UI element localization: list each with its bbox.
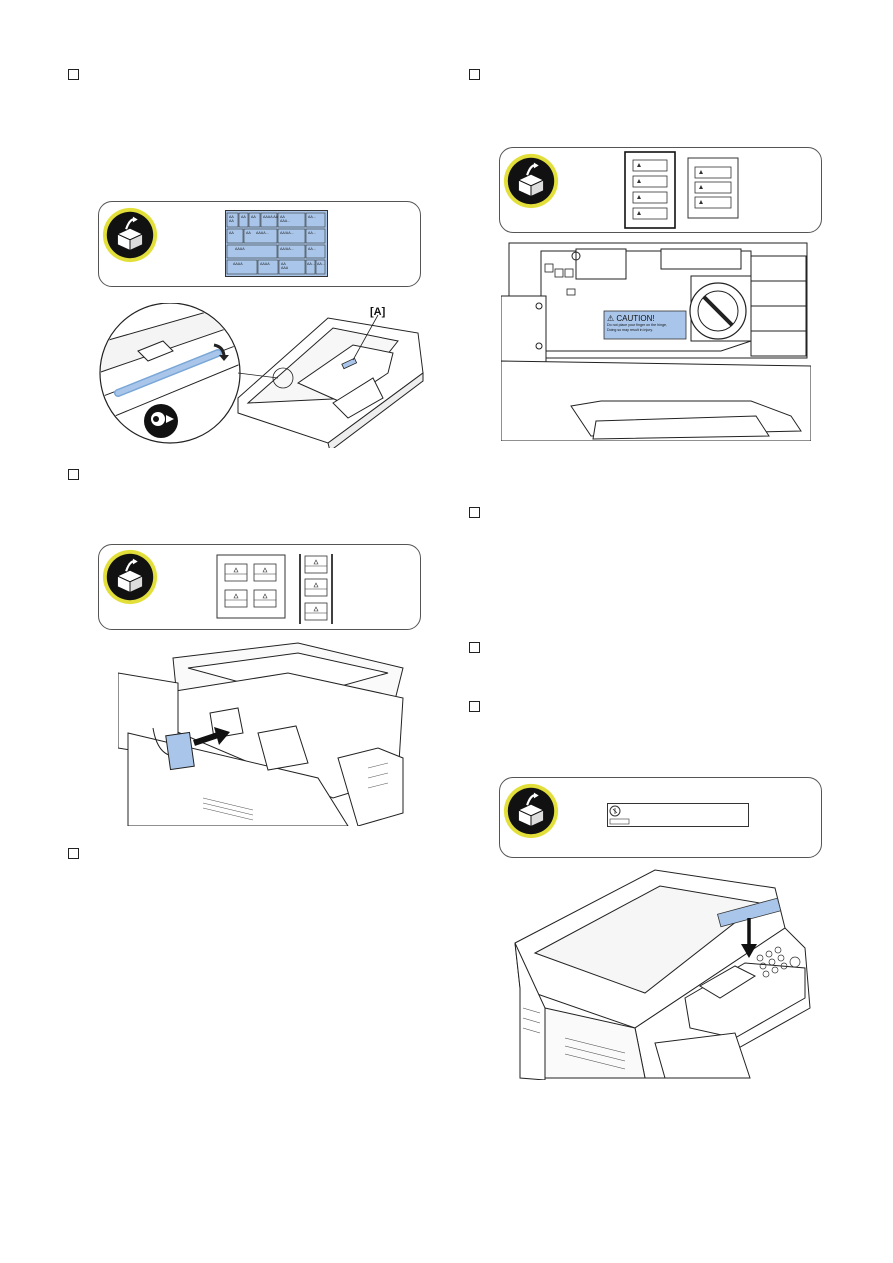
label-strips [624,151,739,229]
step-checkbox-4[interactable] [469,507,480,518]
open-box-icon [102,549,158,605]
down-arrow-icon [741,918,757,958]
figure-copier-top [514,869,811,1080]
warning-label-sheets [216,554,333,624]
svg-text:AA: AA [229,231,234,235]
step-checkbox-3[interactable] [68,469,79,480]
figure-feeder-tray [99,303,424,448]
svg-text:AA...: AA... [308,247,316,251]
open-box-icon [503,153,559,209]
step-checkbox-7[interactable] [68,848,79,859]
svg-text:AA: AA [281,262,286,266]
svg-text:AAAA...: AAAA... [256,231,269,235]
strip-label [607,803,749,827]
svg-text:AA: AA [241,215,246,219]
figure-machine-side [118,642,404,826]
right-arrow-icon [193,727,230,746]
caution-line-1: Do not place your finger on the hinge, [607,323,667,327]
svg-text:AAAA: AAAA [235,247,245,251]
view-icon [144,404,178,438]
svg-text:AA: AA [229,219,234,223]
svg-text:AA: AA [280,215,285,219]
callout-a: [A] [370,306,386,318]
svg-text:AAAA: AAAA [260,262,270,266]
svg-text:AAA...: AAA... [280,219,290,223]
svg-text:AA: AA [229,215,234,219]
caution-label-text: ⚠ CAUTION! Do not place your finger on t… [607,314,687,333]
figure-inner-cover [501,242,811,441]
svg-text:AA/AA...: AA/AA... [280,231,294,235]
svg-text:AA: AA [251,215,256,219]
svg-text:AAAA: AAAA [233,262,243,266]
svg-text:AAAA AA: AAAA AA [263,215,279,219]
open-box-icon [102,207,158,263]
svg-text:AA...: AA... [308,215,316,219]
step-checkbox-1[interactable] [68,69,79,80]
step-checkbox-2[interactable] [469,69,480,80]
step-checkbox-5[interactable] [469,642,480,653]
knob-dial [689,275,752,342]
svg-text:AA/AA...: AA/AA... [280,247,294,251]
step-checkbox-6[interactable] [469,701,480,712]
tape-strip [717,897,782,928]
svg-text:AA...: AA... [307,262,315,266]
svg-text:AAA: AAA [281,266,289,270]
open-box-icon [503,783,559,839]
svg-text:AA...: AA... [317,262,325,266]
label-warning-blue [165,731,195,771]
caution-title: ⚠ CAUTION! [607,314,655,323]
caution-line-2: Doing so may result in injury. [607,328,653,332]
svg-text:AA: AA [246,231,251,235]
label-a-small [341,357,358,370]
svg-text:AA...: AA... [308,231,316,235]
caution-label [603,310,687,340]
